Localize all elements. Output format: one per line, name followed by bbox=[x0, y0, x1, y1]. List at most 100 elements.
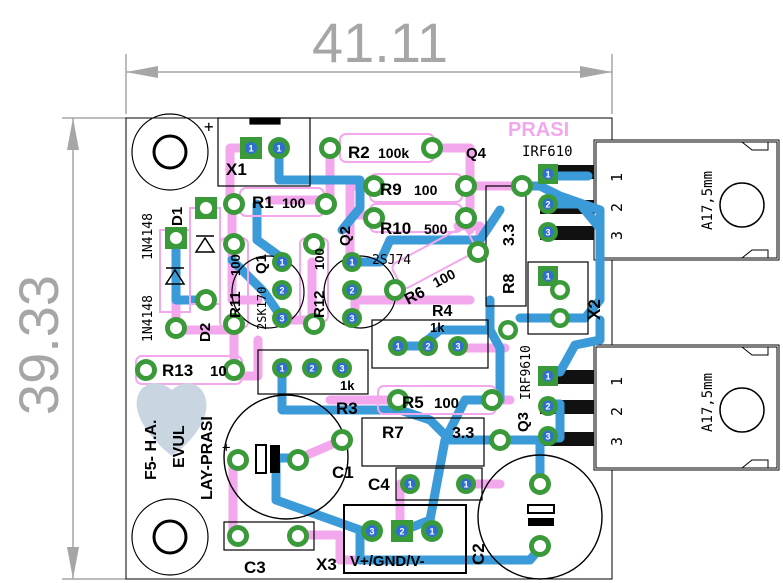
diode-symbols bbox=[164, 235, 216, 285]
pad-hole bbox=[542, 226, 554, 238]
pad-hole bbox=[542, 198, 554, 210]
pad-number: 1 bbox=[429, 527, 434, 537]
label-r4: R4 bbox=[432, 303, 453, 320]
label-r13: R13 bbox=[162, 361, 193, 380]
pad-hole bbox=[276, 284, 288, 296]
heatsink-top-pin-2: 2 bbox=[608, 203, 626, 212]
pad-hole bbox=[422, 340, 434, 352]
pad-hole bbox=[542, 430, 554, 442]
pad-hole bbox=[485, 393, 499, 407]
heatsink-top-label: A17,5mm bbox=[700, 171, 716, 230]
height-dimension: 39.33 bbox=[7, 275, 70, 415]
heatsink-bottom bbox=[540, 344, 780, 471]
label-c2: C2 bbox=[469, 543, 488, 565]
value-q2: 2SJ74 bbox=[372, 253, 411, 268]
pad-number: 1 bbox=[463, 480, 468, 490]
value-d1: 1N4148 bbox=[141, 213, 156, 260]
pad-hole bbox=[502, 324, 514, 336]
label-r8: R8 bbox=[501, 273, 518, 294]
pad-number: 1 bbox=[349, 258, 354, 268]
brand-label: PRASI bbox=[508, 119, 569, 141]
value-r3: 1k bbox=[340, 378, 355, 393]
pad-hole bbox=[459, 211, 473, 225]
value-r13: 10 bbox=[210, 363, 227, 380]
pad-hole bbox=[276, 362, 288, 374]
dimension-lines bbox=[62, 54, 613, 580]
label-x3: X3 bbox=[316, 555, 337, 574]
label-d1: D1 bbox=[169, 207, 186, 226]
label-r2: R2 bbox=[348, 143, 370, 162]
pad-number: 2 bbox=[425, 342, 430, 352]
pad-hole bbox=[272, 141, 286, 155]
value-d2: 1N4148 bbox=[141, 295, 156, 342]
pad-hole bbox=[227, 197, 241, 211]
pad-number: 3 bbox=[369, 527, 374, 537]
label-r3: R3 bbox=[336, 399, 358, 418]
pad-hole bbox=[404, 478, 416, 490]
pad-hole bbox=[336, 362, 348, 374]
pad-hole bbox=[307, 237, 321, 251]
pad-hole bbox=[542, 270, 554, 282]
pad-number: 1 bbox=[248, 144, 253, 154]
pad-hole bbox=[346, 284, 358, 296]
heatsink-bottom-pin-2: 2 bbox=[608, 407, 626, 416]
label-q1: Q1 bbox=[253, 254, 270, 274]
pad-hole bbox=[139, 363, 153, 377]
label-c1: C1 bbox=[332, 463, 354, 482]
label-q2: Q2 bbox=[337, 226, 354, 246]
pad-number: 3 bbox=[455, 342, 460, 352]
pad-hole bbox=[169, 231, 183, 245]
pad-hole bbox=[515, 179, 529, 193]
pad-number: 1 bbox=[545, 372, 550, 382]
pad-number: 3 bbox=[349, 314, 354, 324]
pad-hole bbox=[395, 524, 409, 538]
pad-hole bbox=[542, 370, 554, 382]
value-q1: 2SK170 bbox=[255, 287, 269, 330]
pad-number: 1 bbox=[545, 170, 550, 180]
pad-hole bbox=[554, 284, 566, 296]
pad-number: 2 bbox=[309, 364, 314, 374]
pad-hole bbox=[323, 141, 337, 155]
heatsink-bottom-pin-1: 1 bbox=[608, 377, 626, 386]
pad-hole bbox=[542, 168, 554, 180]
pad-hole bbox=[425, 524, 439, 538]
label-r5: R5 bbox=[402, 393, 424, 412]
heatsink-bottom-pin-3: 3 bbox=[608, 437, 626, 446]
heatsink-top-pin-3: 3 bbox=[608, 231, 626, 240]
pad-hole bbox=[425, 141, 439, 155]
label-r12: R12 bbox=[311, 290, 328, 318]
pad-number: 1 bbox=[545, 272, 550, 282]
pad-hole bbox=[291, 529, 305, 543]
value-r12: 100 bbox=[312, 248, 327, 270]
value-q3: IRF9610 bbox=[519, 345, 534, 400]
pad-hole bbox=[471, 245, 485, 259]
pad-hole bbox=[231, 529, 245, 543]
value-r4: 1k bbox=[430, 320, 445, 335]
value-r1: 100 bbox=[282, 195, 306, 211]
credit-line-2: EVUL bbox=[171, 425, 188, 468]
pad-number: 1 bbox=[407, 480, 412, 490]
pad-hole bbox=[392, 340, 404, 352]
credit-line-3: LAY-PRASI bbox=[199, 416, 216, 500]
pad-hole bbox=[227, 363, 241, 377]
pad-hole bbox=[542, 400, 554, 412]
pad-number: 3 bbox=[545, 228, 550, 238]
pad-hole bbox=[554, 312, 566, 324]
heatsink-top-pin-1: 1 bbox=[608, 173, 626, 182]
pad-hole bbox=[199, 201, 213, 215]
connector-label: V+/GND/V- bbox=[350, 553, 425, 570]
pad-hole bbox=[391, 393, 405, 407]
pad-number: 1 bbox=[276, 144, 281, 154]
value-r8-top: 3.3 bbox=[501, 224, 518, 246]
pad-hole bbox=[169, 321, 183, 335]
pad-hole bbox=[452, 340, 464, 352]
pad-hole bbox=[291, 453, 305, 467]
pad-number: 2 bbox=[545, 402, 550, 412]
pad-hole bbox=[227, 317, 241, 331]
credit-line-1: F5- H.A. bbox=[143, 420, 160, 480]
value-r9: 100 bbox=[414, 182, 438, 198]
pad-hole bbox=[365, 524, 379, 538]
pad-number: 1 bbox=[279, 364, 284, 374]
label-r7: R7 bbox=[382, 423, 404, 442]
